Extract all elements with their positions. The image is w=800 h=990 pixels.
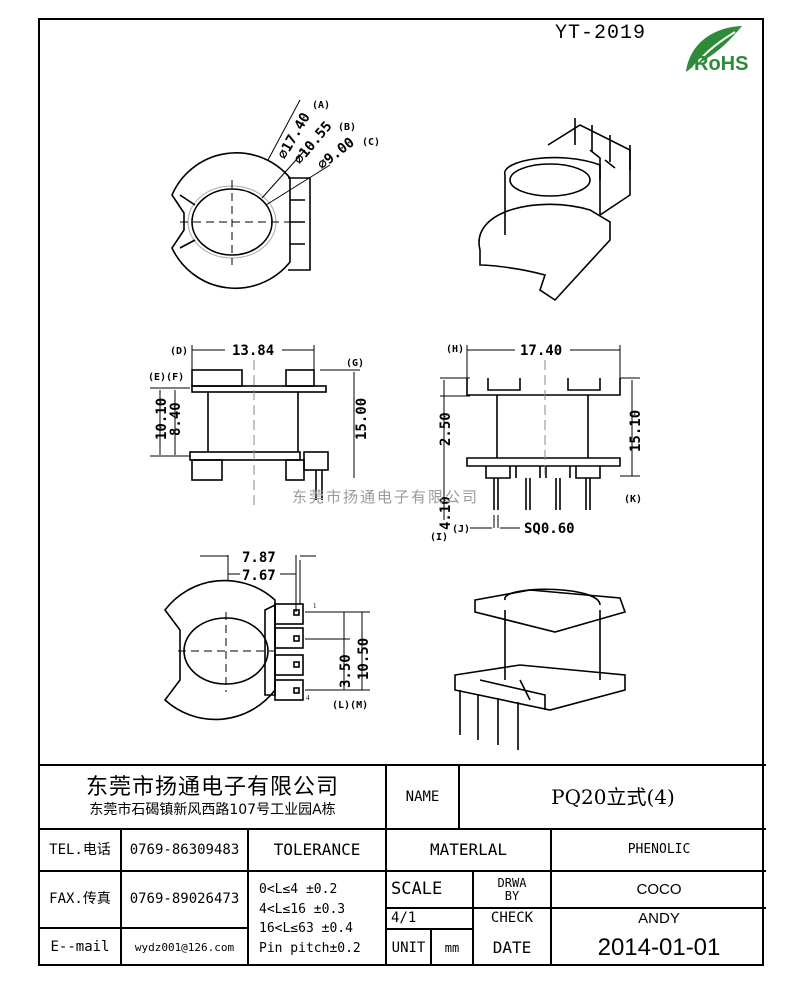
dim-front-h3: 15.00 [354, 398, 370, 440]
check-value: ANDY [638, 909, 680, 927]
name-label: NAME [405, 788, 440, 805]
drawn-by-label: DRWA BY [497, 875, 527, 903]
tag-c: (C) [362, 137, 380, 148]
watermark: 东莞市扬通电子有限公司 [292, 488, 480, 506]
drawn-by-value: COCO [636, 880, 682, 898]
rohs-logo: RoHS [680, 22, 764, 78]
dim-p1: 3.50 [338, 654, 354, 688]
top-view: ⌀17.40 (A) ⌀10.55 (B) ⌀9.00 (C) [171, 99, 380, 290]
dim-side-h3: 4.10 [438, 496, 454, 530]
company-address: 东莞市石碣镇新风西路107号工业园A栋 [89, 802, 336, 819]
email-label: E--mail [50, 939, 110, 956]
fax-value: 0769-89026473 [129, 891, 240, 908]
company-info: 东莞市扬通电子有限公司 东莞市石碣镇新风西路107号工业园A栋 [40, 766, 385, 828]
email-value: wydz001@126.com [134, 940, 235, 954]
pin-4-label: 4 [306, 694, 310, 702]
pin-1-label: 1 [313, 602, 317, 610]
company-name: 东莞市扬通电子有限公司 [85, 775, 339, 801]
scale-label: SCALE [391, 878, 443, 899]
date-value: 2014-01-01 [597, 934, 721, 962]
unit-label: UNIT [391, 939, 426, 956]
tag-i: (I) [430, 532, 448, 543]
tel-value: 0769-86309483 [129, 841, 240, 858]
tag-ef: (E)(F) [148, 372, 184, 383]
dim-side-h1: 2.50 [438, 412, 454, 446]
tag-lm: (L)(M) [332, 700, 368, 711]
tag-d: (D) [170, 346, 188, 357]
dim-pin: SQ0.60 [524, 521, 575, 537]
scale-value: 4/1 [391, 910, 417, 927]
dim-side-width: 17.40 [520, 343, 562, 359]
isometric-view-top [478, 118, 631, 302]
part-name: PQ20立式(4) [551, 784, 675, 809]
drawing-frame [38, 18, 764, 966]
tel-label: TEL.电话 [49, 841, 111, 858]
tolerance-item: Pin pitch±0.2 [259, 940, 361, 956]
dim-side-h2: 15.10 [628, 410, 644, 452]
rohs-text: RoHS [694, 53, 749, 75]
bottom-view: 7.87 7.67 3.50 10.50 (L)(M) 1 4 [163, 550, 372, 721]
dim-front-h1: 10.10 [154, 398, 170, 440]
material-value: PHENOLIC [627, 842, 691, 858]
tolerance-item: 16<L≤63 ±0.4 [259, 921, 353, 936]
dim-w2: 7.67 [242, 568, 276, 584]
fax-label: FAX.传真 [49, 891, 111, 908]
drawing-code: YT-2019 [555, 22, 647, 45]
tag-a: (A) [312, 100, 330, 111]
tag-k: (K) [624, 494, 642, 505]
tolerance-list: 0<L≤4 ±0.2 4<L≤16 ±0.3 16<L≤63 ±0.4 Pin … [249, 872, 385, 966]
tolerance-item: 0<L≤4 ±0.2 [259, 882, 338, 897]
leaf-icon [686, 26, 742, 73]
tolerance-item: 4<L≤16 ±0.3 [259, 901, 346, 917]
date-label: DATE [492, 937, 532, 957]
tag-h: (H) [446, 344, 464, 355]
dim-front-width: 13.84 [232, 343, 274, 359]
side-view: 17.40 (H) 2.50 15.10 4.10 (I) (J) (K) SQ… [430, 343, 644, 543]
tag-j: (J) [452, 524, 470, 535]
tag-b: (B) [338, 122, 356, 133]
unit-value: mm [444, 940, 460, 955]
dim-p2: 10.50 [356, 638, 372, 680]
material-label: MATERLAL [429, 839, 508, 859]
tag-g: (G) [346, 358, 364, 369]
dim-front-h2: 8.40 [168, 402, 184, 436]
check-label: CHECK [490, 910, 534, 927]
tolerance-label: TOLERANCE [273, 839, 361, 859]
dim-w1: 7.87 [242, 550, 276, 566]
front-view: 13.84 (D) (E)(F) (G) 10.10 8.40 15.00 [148, 343, 370, 505]
isometric-view-bottom [454, 588, 627, 750]
